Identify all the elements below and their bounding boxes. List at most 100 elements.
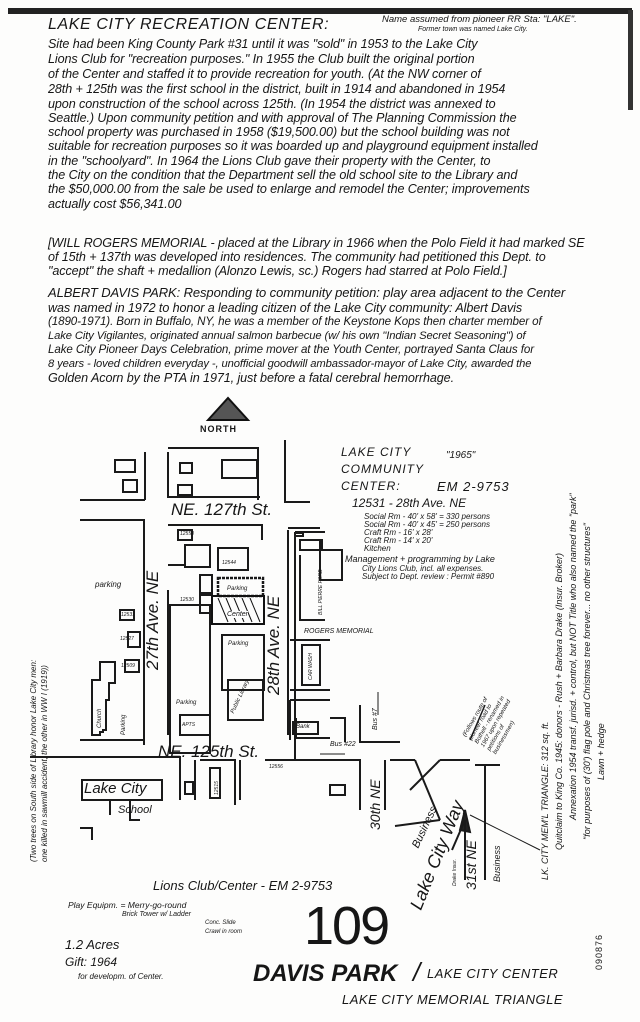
bus-arrow [320, 692, 379, 755]
address-label: 12509 [121, 663, 135, 669]
map-block [168, 524, 263, 540]
map-block [299, 555, 325, 621]
page-title: LAKE CITY RECREATION CENTER: [48, 16, 330, 33]
address-label: 12558 [180, 531, 194, 537]
note-line: "for purposes of (30') flag pole and Chr… [582, 523, 592, 840]
park-number: 109 [304, 896, 390, 956]
drake-insurance-label: Drake Insur. [452, 858, 458, 886]
map-block [80, 800, 140, 840]
map-block [167, 564, 185, 735]
north-arrow-icon [205, 396, 251, 421]
note-line: Quitclaim to King Co. 1945: donors - Rus… [554, 552, 564, 850]
text-line: 28th + 125th was the first school in the… [48, 82, 506, 96]
map-building [122, 479, 138, 493]
text-line: Lake City Pioneer Days Celebration, prim… [48, 343, 534, 356]
map-building [227, 679, 264, 721]
text-line: actually cost $56,341.00 [48, 197, 182, 211]
text-line: "accept" the shaft + medallion (Alonzo L… [48, 264, 507, 278]
parking-label: Parking [176, 700, 197, 706]
apartments-label: APTS [182, 722, 196, 728]
text-line: of the Center and staffed it to provide … [48, 67, 481, 81]
parking-label: Parking [227, 586, 248, 592]
street-27th-ave: 27th Ave. NE [143, 570, 162, 670]
school-label: Lake City [84, 780, 147, 797]
street-ne-125th: NE. 125th St. [158, 742, 260, 761]
center-name-line: COMMUNITY [341, 462, 424, 476]
community-center-building [211, 595, 265, 625]
gift-year: Gift: 1964 [65, 955, 118, 969]
gift-note: for developm. of Center. [78, 972, 164, 981]
text-line: [WILL ROGERS MEMORIAL - placed at the Li… [48, 236, 585, 250]
text-line: (1890-1971). Born in Buffalo, NY, he was… [48, 315, 542, 328]
note-line: (Two trees on South side of Library hono… [29, 659, 38, 862]
map-building [217, 547, 249, 571]
text-line: 8 years - loved children everyday -, uno… [48, 358, 532, 370]
map-building [221, 634, 265, 691]
document-stamp-number: 090876 [594, 933, 604, 970]
map-building [81, 779, 163, 801]
title-note: Name assumed from pioneer RR Sta: "LAKE"… [382, 14, 577, 25]
map-block [167, 452, 260, 498]
map-building [329, 784, 346, 796]
tree-memorial-note: (Two trees on South side of Library hono… [28, 660, 50, 862]
play-equipment: Conc. Slide [205, 920, 236, 926]
play-equipment: Play Equipm. = Merry-go-round [68, 900, 187, 910]
center-name-line: CENTER: [341, 479, 401, 493]
map-building [184, 781, 194, 795]
map-building [184, 544, 211, 568]
note-line: one killed in sawmill accident, the othe… [40, 665, 49, 862]
center-phone: EM 2-9753 [437, 479, 510, 494]
play-equipment: Crawl in room [205, 929, 243, 935]
map-building [177, 484, 193, 496]
address-label: 12515 [214, 781, 220, 795]
davis-park-name: DAVIS PARK [253, 960, 398, 987]
bus-7-label: Bus #7 [372, 708, 379, 730]
room-line: Craft Rm - 16' x 28' [364, 528, 433, 537]
room-line: Social Rm - 40' x 45' = 250 persons [364, 520, 491, 529]
scan-edge-right [628, 10, 633, 110]
map-building [301, 644, 321, 686]
memorial-triangle-name: LAKE CITY MEMORIAL TRIANGLE [342, 992, 564, 1007]
text-line: Lake City Vigilantes, originated annual … [48, 330, 526, 342]
memorial-triangle-note: LK. CITY MEM'L TRIANGLE: 312 sq. ft. Qui… [538, 493, 608, 880]
north-label: NORTH [200, 424, 237, 434]
map-building [169, 604, 211, 754]
parking-label: Parking [121, 714, 127, 735]
ford-dealer-label: BILL PIERRE FORD [318, 569, 324, 615]
business-label: Business [492, 845, 502, 882]
map-block [30, 756, 470, 810]
name-separator: / [413, 957, 421, 987]
map-block [80, 519, 145, 745]
map-block [394, 819, 441, 827]
management-line: Subject to Dept. review : Permit #890 [362, 572, 495, 581]
street-28th-ave: 28th Ave. NE [264, 595, 283, 695]
church-building [91, 661, 116, 736]
map-building [119, 609, 135, 621]
play-equipment: Brick Tower w/ Ladder [122, 911, 191, 918]
map-block [295, 705, 400, 743]
text-line: the $50,000.00 from the sale be used to … [48, 182, 530, 196]
note-line: Annexation 1954 transf. jurisd. + contro… [568, 493, 578, 820]
scan-edge [8, 8, 632, 14]
title-note-2: Former town was named Lake City. [418, 26, 528, 33]
address-label: 12531 [121, 612, 135, 618]
room-line: Social Rm - 40' x 58' = 330 persons [364, 512, 491, 521]
street-30th-ne: 30th NE [367, 779, 383, 830]
text-line: was named in 1972 to honor a leading cit… [48, 301, 523, 315]
acreage: 1.2 Acres [65, 937, 120, 952]
map-building [221, 459, 258, 479]
address-label: 12527 [120, 636, 134, 642]
text-line: Seattle.) Upon community petition and wi… [48, 111, 517, 125]
text-line: Golden Acorn by the PTA in 1971, just be… [48, 371, 454, 385]
address-label: 12544 [222, 560, 236, 566]
map-building [179, 462, 193, 474]
center-name-line: LAKE CITY [341, 445, 412, 459]
bank-label: Bank [296, 724, 310, 730]
management-line: City Lions Club, incl. all expenses. [362, 564, 484, 573]
map-building [199, 574, 213, 594]
map-block [409, 759, 441, 821]
management-line: Management + programming by Lake [345, 554, 495, 564]
map-building [294, 532, 304, 537]
text-line: school property was purchased in 1958 ($… [48, 125, 510, 139]
